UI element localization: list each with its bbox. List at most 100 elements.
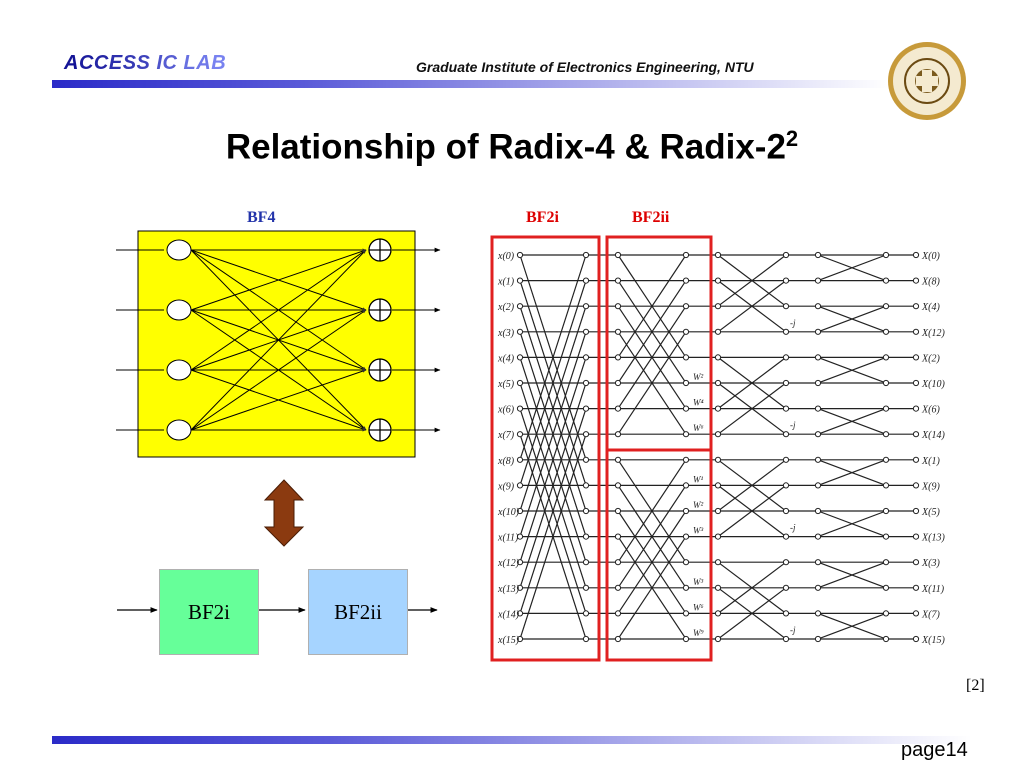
- bf4-butterfly-edge: [190, 369, 367, 431]
- twiddle-label: W³: [693, 526, 703, 536]
- sfg-node: [782, 405, 790, 412]
- bf2ii-label: BF2ii: [632, 209, 670, 226]
- sfg-node: [882, 405, 890, 412]
- sfg-node: [614, 456, 622, 463]
- sfg-node: [516, 277, 524, 284]
- bf4-butterfly-edge: [190, 309, 367, 431]
- sfg-node: [814, 635, 822, 643]
- output-label: X(11): [921, 584, 945, 595]
- bf4-input-node-2: [166, 359, 192, 381]
- twiddle-label: W⁶: [693, 602, 704, 612]
- stage2-edge-cross: [617, 536, 687, 640]
- sfg-node: [882, 379, 890, 387]
- sfg-node: [582, 277, 590, 284]
- bf2i-block: BF2i: [159, 569, 259, 655]
- stage3-edge-cross: [717, 561, 787, 614]
- input-label: x(2): [497, 302, 515, 313]
- stage4-edge-cross: [817, 408, 887, 435]
- page-number: page14: [901, 739, 968, 761]
- sfg-node: [814, 354, 822, 361]
- sfg-node: [714, 303, 722, 310]
- bf4-label: BF4: [247, 209, 276, 226]
- bf4-butterfly: [116, 230, 441, 458]
- sfg-node: [882, 456, 890, 463]
- sfg-node: [782, 431, 790, 438]
- output-label: X(12): [921, 328, 945, 339]
- sfg-node: [882, 507, 890, 515]
- sfg-node: [614, 277, 622, 284]
- stage2-edge-cross: [617, 280, 687, 384]
- sfg-node: [782, 277, 790, 284]
- stage1-edge-cross: [519, 434, 587, 640]
- sfg-node: [582, 482, 590, 489]
- sfg-node: [912, 431, 920, 438]
- sfg-node: [882, 303, 890, 310]
- bf2i-highlight-box: [490, 235, 601, 662]
- output-label: X(0): [921, 251, 940, 262]
- sfg-node: [882, 431, 890, 438]
- sfg-node: [782, 328, 790, 335]
- sfg-node: [682, 610, 690, 617]
- sfg-node: [516, 303, 524, 310]
- sfg-node: [912, 251, 920, 259]
- sfg-node: [714, 610, 722, 617]
- sfg-node: [682, 405, 690, 412]
- institute-name: Graduate Institute of Electronics Engine…: [416, 59, 754, 75]
- sfg-node: [912, 507, 920, 515]
- stage1-edge-cross: [519, 408, 587, 614]
- sfg-node: [682, 379, 690, 387]
- minus-j-label: -j: [790, 420, 796, 430]
- sfg-node: [882, 482, 890, 489]
- sfg-node: [582, 584, 590, 591]
- sfg-node: [516, 328, 524, 335]
- stage2-edge-cross: [617, 331, 687, 435]
- input-label: x(3): [497, 328, 515, 339]
- bf2ii-highlight-box-lower: [605, 448, 713, 662]
- input-label: x(15): [497, 635, 520, 646]
- sfg-node: [814, 251, 822, 259]
- stage2-edge-cross: [617, 459, 687, 563]
- sfg-node: [516, 405, 524, 412]
- twiddle-label: W⁶: [693, 423, 704, 433]
- input-label: x(8): [497, 456, 515, 467]
- input-label: x(4): [497, 353, 515, 364]
- sfg-node: [714, 584, 722, 591]
- sfg-node: [682, 635, 690, 643]
- twiddle-label: W³: [693, 577, 703, 587]
- sfg-node: [814, 482, 822, 489]
- sfg-node: [682, 328, 690, 335]
- stage1-edge-cross: [519, 382, 587, 588]
- output-label: X(6): [921, 405, 940, 416]
- sfg-node: [614, 559, 622, 566]
- sfg-node: [682, 584, 690, 591]
- sfg-node: [614, 379, 622, 387]
- input-label: x(13): [497, 584, 520, 595]
- sfg-node: [912, 482, 920, 489]
- input-label: x(7): [497, 430, 515, 441]
- sfg-node: [814, 610, 822, 617]
- sfg-node: [882, 584, 890, 591]
- sfg-node: [614, 251, 622, 259]
- slide-title: Relationship of Radix-4 & Radix-22: [225, 126, 799, 167]
- sfg-node: [714, 251, 722, 259]
- sfg-node: [516, 635, 524, 643]
- minus-j-label: -j: [790, 625, 796, 635]
- input-label: x(11): [497, 533, 519, 544]
- stage2-edge-cross: [617, 254, 687, 358]
- sfg-node: [714, 456, 722, 463]
- sfg-node: [782, 482, 790, 489]
- sfg-node: [714, 635, 722, 643]
- sfg-node: [582, 635, 590, 643]
- bf4-butterfly-edge: [190, 249, 367, 371]
- output-label: X(5): [921, 507, 940, 518]
- stage3-edge-cross: [717, 254, 787, 307]
- twiddle-label: W⁴: [693, 398, 704, 408]
- equivalence-double-arrow: [263, 479, 305, 547]
- sfg-node: [912, 610, 920, 617]
- adder-icon: [368, 358, 392, 382]
- stage4-edge-cross: [817, 612, 887, 640]
- stage1-edge-cross: [519, 357, 587, 563]
- sfg-node: [516, 431, 524, 438]
- adder-icon: [368, 298, 392, 322]
- sfg-node: [682, 431, 690, 438]
